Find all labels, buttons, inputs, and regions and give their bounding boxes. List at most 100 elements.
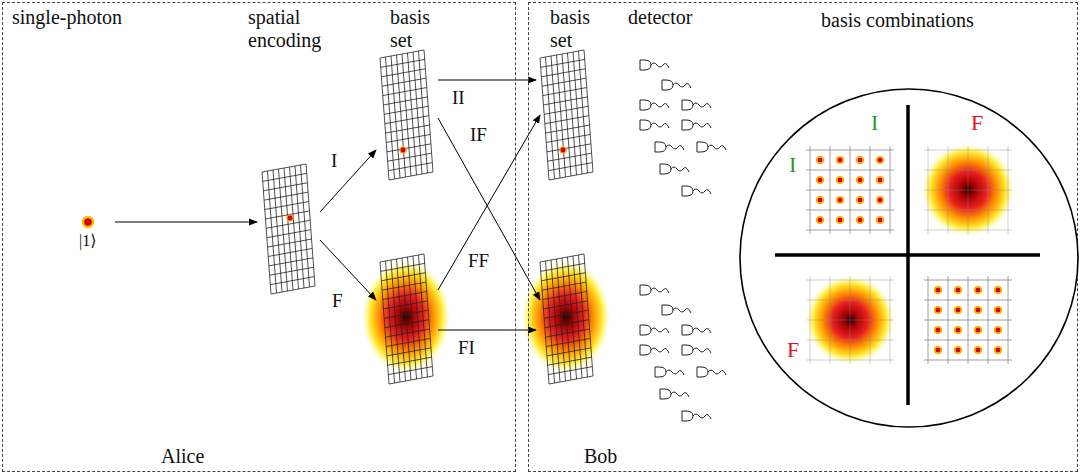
section-heading: basis combinations [821,9,974,32]
grid-line [806,190,894,191]
pixel-dot [935,347,941,353]
pixel-dot [975,287,981,293]
detector-symbol [662,80,691,90]
detector-body [697,142,708,152]
grid-line [1008,146,1009,234]
detector-wire [693,414,711,419]
grid-line [386,338,430,346]
grid-line [267,230,311,238]
detector-symbol [682,411,711,421]
detector-symbol [697,367,726,377]
channel-arrow [438,118,540,300]
grid-line [545,116,589,124]
grid-line [386,134,430,142]
pixel-dot [817,177,823,183]
detector-body [660,389,671,399]
basis-circle: basis combinationsIFIF [739,88,1079,428]
column-heading: basis set [550,6,605,52]
grid-line [380,50,424,58]
pixel-dot [877,157,883,163]
pixel-grid [540,254,593,384]
grid-line [542,78,586,86]
grid-line [383,301,427,309]
grid-line [544,310,588,318]
detector-body [682,120,693,130]
grid-line [541,263,585,271]
pixel-dot [837,177,843,183]
grid-line [988,146,989,234]
grid-line [546,329,590,337]
grid-line [1008,276,1009,364]
pixel-dot [857,197,863,203]
column-heading: basis set [390,6,445,52]
pixel-dot [935,327,941,333]
grid-line [388,357,432,365]
party-name: Alice [161,445,204,468]
detector-wire [693,123,711,128]
column-heading: spatial encoding [248,6,343,52]
grid-line [547,144,591,152]
detector-body [640,325,651,335]
grid-line [542,282,586,290]
pixel-dot [995,307,1001,313]
grid-line [806,230,894,231]
grid-line [540,50,584,58]
detector-body [640,100,651,110]
grid-line [924,210,1012,211]
grid-line [387,348,431,356]
basis-label: I [871,110,878,135]
grid-line [870,276,871,364]
grid-line [541,273,585,281]
detector-wire [708,370,726,375]
detector-symbol [660,389,689,399]
pixel-grid [380,50,433,180]
channel-arrow [438,80,536,81]
pixel-dot [877,177,883,183]
grid-line [547,348,591,356]
grid-line [271,286,315,294]
pixel-dot [400,147,406,153]
grid-line [543,88,587,96]
detector-body [682,345,693,355]
pixel-grid [380,254,433,384]
grid-line [381,69,425,77]
grid-line [806,360,894,361]
pixel-dot [857,217,863,223]
grid-line [381,263,425,271]
detector-symbol [682,100,711,110]
detector-symbol [640,60,669,70]
detector-body [655,142,666,152]
column-heading: detector [628,6,692,29]
grid-line [382,78,426,86]
grid-line [870,146,871,234]
grid-line [541,69,585,77]
detector-wire [708,145,726,150]
grid-line [262,164,306,172]
grid-line [546,134,590,142]
grid-line [541,59,585,67]
pixel-dot [995,287,1001,293]
pixel-dot [955,327,961,333]
pixel-dot [817,157,823,163]
basis-arrow [320,240,376,300]
pixel-dot [955,287,961,293]
detector-body [682,186,693,196]
detector-symbol [655,142,684,152]
detector-wire [666,370,684,375]
grid-line [924,360,1012,361]
pixel-dot [995,327,1001,333]
pixel-dot [287,215,293,221]
grid-line [385,320,429,328]
grid-line [388,163,432,171]
detector-body [682,411,693,421]
pixel-dot [837,217,843,223]
detector-body [697,367,708,377]
grid-line [548,357,592,365]
detector-wire [651,328,669,333]
detector-wire [651,63,669,68]
detector-wire [693,348,711,353]
pixel-dot [935,287,941,293]
grid-line [383,97,427,105]
grid-line [988,276,989,364]
grid-line [545,320,589,328]
